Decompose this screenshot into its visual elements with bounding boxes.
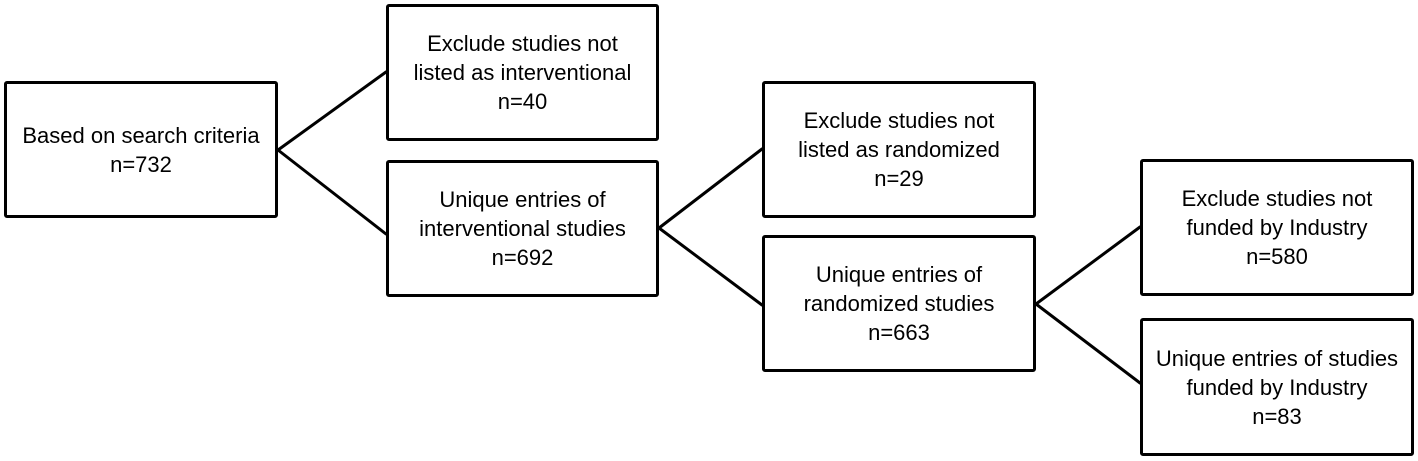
connector-search-to-unique-interventional	[276, 148, 388, 236]
exclude-industry-box: Exclude studies not funded by Industry n…	[1140, 159, 1414, 296]
box-text: listed as randomized	[798, 137, 1000, 162]
box-text: listed as interventional	[413, 60, 632, 85]
search-criteria-box: Based on search criteria n=732	[4, 81, 278, 218]
box-text: Exclude studies not	[803, 108, 995, 133]
exclude-interventional-box: Exclude studies not listed as interventi…	[386, 4, 659, 141]
box-text: Exclude studies not	[1181, 186, 1373, 211]
unique-interventional-box: Unique entries of interventional studies…	[386, 160, 659, 297]
connector-search-to-exclude-interventional	[276, 70, 388, 152]
box-text: Exclude studies not	[427, 31, 618, 56]
box-count: n=580	[1246, 244, 1308, 269]
box-text: Based on search criteria	[22, 122, 260, 148]
box-text: Unique entries of	[815, 262, 983, 287]
connector-interventional-to-unique-randomized	[657, 226, 764, 307]
box-count: n=663	[868, 320, 930, 345]
box-text: Unique entries of studies	[1155, 345, 1399, 371]
box-count: n=29	[874, 166, 924, 191]
box-count: n=40	[497, 89, 548, 114]
box-count: n=692	[491, 245, 554, 270]
connector-randomized-to-exclude-industry	[1034, 225, 1142, 306]
connector-interventional-to-exclude-randomized	[657, 147, 764, 230]
box-text: Unique entries of	[439, 187, 606, 212]
box-text: funded by Industry	[1186, 374, 1368, 400]
unique-randomized-box: Unique entries of randomized studies n=6…	[762, 235, 1036, 372]
connector-randomized-to-unique-industry	[1034, 302, 1142, 385]
unique-industry-box: Unique entries of studies funded by Indu…	[1140, 318, 1414, 456]
box-count: n=83	[1252, 403, 1302, 429]
box-text: randomized studies	[803, 291, 995, 316]
box-text: interventional studies	[419, 216, 626, 241]
box-count: n=732	[110, 151, 172, 177]
box-text: funded by Industry	[1186, 215, 1368, 240]
exclude-randomized-box: Exclude studies not listed as randomized…	[762, 81, 1036, 218]
